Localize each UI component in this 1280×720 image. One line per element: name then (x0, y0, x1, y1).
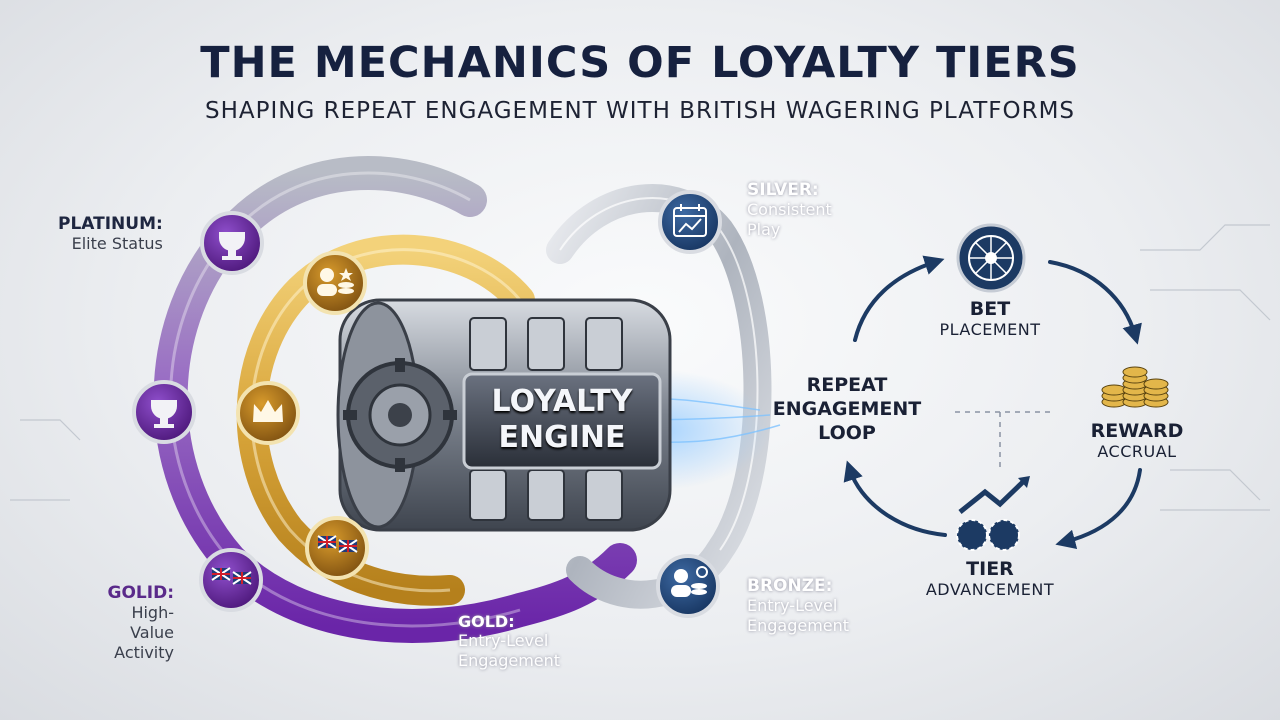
silver-tier-desc-2: Play (747, 220, 781, 239)
roulette-wheel-icon (956, 223, 1026, 293)
bronze-tier-name: BRONZE: (747, 576, 833, 596)
platinum-badge-bottom (199, 548, 263, 612)
silver-tier-desc-1: Consistent (747, 200, 832, 219)
chips-growth-arrow-icon (956, 476, 1030, 551)
platinum-tier-ring (153, 156, 637, 643)
platinum-badge-mid (132, 380, 196, 444)
bronze-badge (656, 554, 720, 618)
engine-label-line-2: ENGINE (498, 420, 626, 455)
golid-tier-desc-1: High-Value (130, 603, 174, 642)
player-chips-gear-icon (671, 566, 708, 597)
loyalty-engine (336, 298, 672, 532)
engine-pistons (469, 317, 623, 521)
loop-label-line-1: REPEAT (806, 374, 888, 396)
gold-tier-label: GOLD: Entry-Level Engagement (458, 612, 560, 671)
platinum-tier-name: PLATINUM: (58, 214, 163, 234)
step-bet-desc: PLACEMENT (939, 320, 1041, 339)
coin-stacks-icon (1101, 366, 1169, 408)
silver-tier-name: SILVER: (747, 180, 819, 200)
platinum-tier-desc: Elite Status (71, 234, 163, 253)
bronze-tier-label: BRONZE: Entry-Level Engagement (747, 576, 849, 636)
bronze-tier-desc-2: Engagement (747, 616, 850, 635)
uk-flags-icon (317, 535, 358, 553)
gold-tier-name: GOLD: (458, 612, 515, 631)
platinum-badge-top (200, 211, 264, 275)
silver-tier-label: SILVER: Consistent Play (747, 180, 832, 240)
step-bet-title: BET (969, 298, 1011, 320)
trophy-icon (151, 400, 177, 428)
engagement-loop-arrows (843, 255, 1142, 550)
step-tier-advancement: TIER ADVANCEMENT (900, 558, 1080, 599)
step-tier-desc: ADVANCEMENT (925, 580, 1055, 599)
trophy-icon (219, 232, 245, 260)
engine-label: LOYALTY ENGINE (474, 384, 650, 456)
engine-label-plate (462, 372, 662, 470)
platinum-tier-label: PLATINUM: Elite Status (58, 214, 163, 254)
step-reward-desc: ACCRUAL (1097, 442, 1177, 461)
calendar-chart-icon (673, 204, 707, 237)
gold-badge-mid (236, 381, 300, 445)
loop-label-line-3: LOOP (818, 422, 876, 444)
loop-dashed-connectors (955, 411, 1050, 470)
gold-badge-top (303, 251, 367, 315)
step-reward-accrual: REWARD ACCRUAL (1062, 420, 1212, 461)
circuit-lines-decoration (10, 224, 1271, 511)
golid-tier-label: GOLID: High-Value Activity (100, 583, 174, 663)
step-reward-title: REWARD (1090, 420, 1184, 442)
engagement-loop-label: REPEAT ENGAGEMENT LOOP (752, 373, 942, 445)
bronze-tier-desc-1: Entry-Level (747, 596, 838, 615)
gold-tier-desc-1: Entry-Level (458, 631, 549, 650)
silver-badge (658, 190, 722, 254)
step-tier-title: TIER (966, 558, 1014, 580)
gold-badge-bottom (305, 516, 369, 580)
crown-icon (253, 400, 283, 422)
player-chips-icon (317, 268, 354, 296)
page-subtitle: SHAPING REPEAT ENGAGEMENT WITH BRITISH W… (204, 98, 1076, 124)
page-title: THE MECHANICS OF LOYALTY TIERS (200, 38, 1080, 88)
golid-tier-name: GOLID: (107, 583, 174, 603)
gold-tier-desc-2: Engagement (458, 651, 561, 670)
engine-label-line-1: LOYALTY (491, 384, 633, 419)
golid-tier-desc-2: Activity (114, 643, 174, 662)
step-bet-placement: BET PLACEMENT (915, 298, 1065, 339)
loop-label-line-2: ENGAGEMENT (772, 398, 922, 420)
uk-flags-icon (211, 567, 252, 585)
